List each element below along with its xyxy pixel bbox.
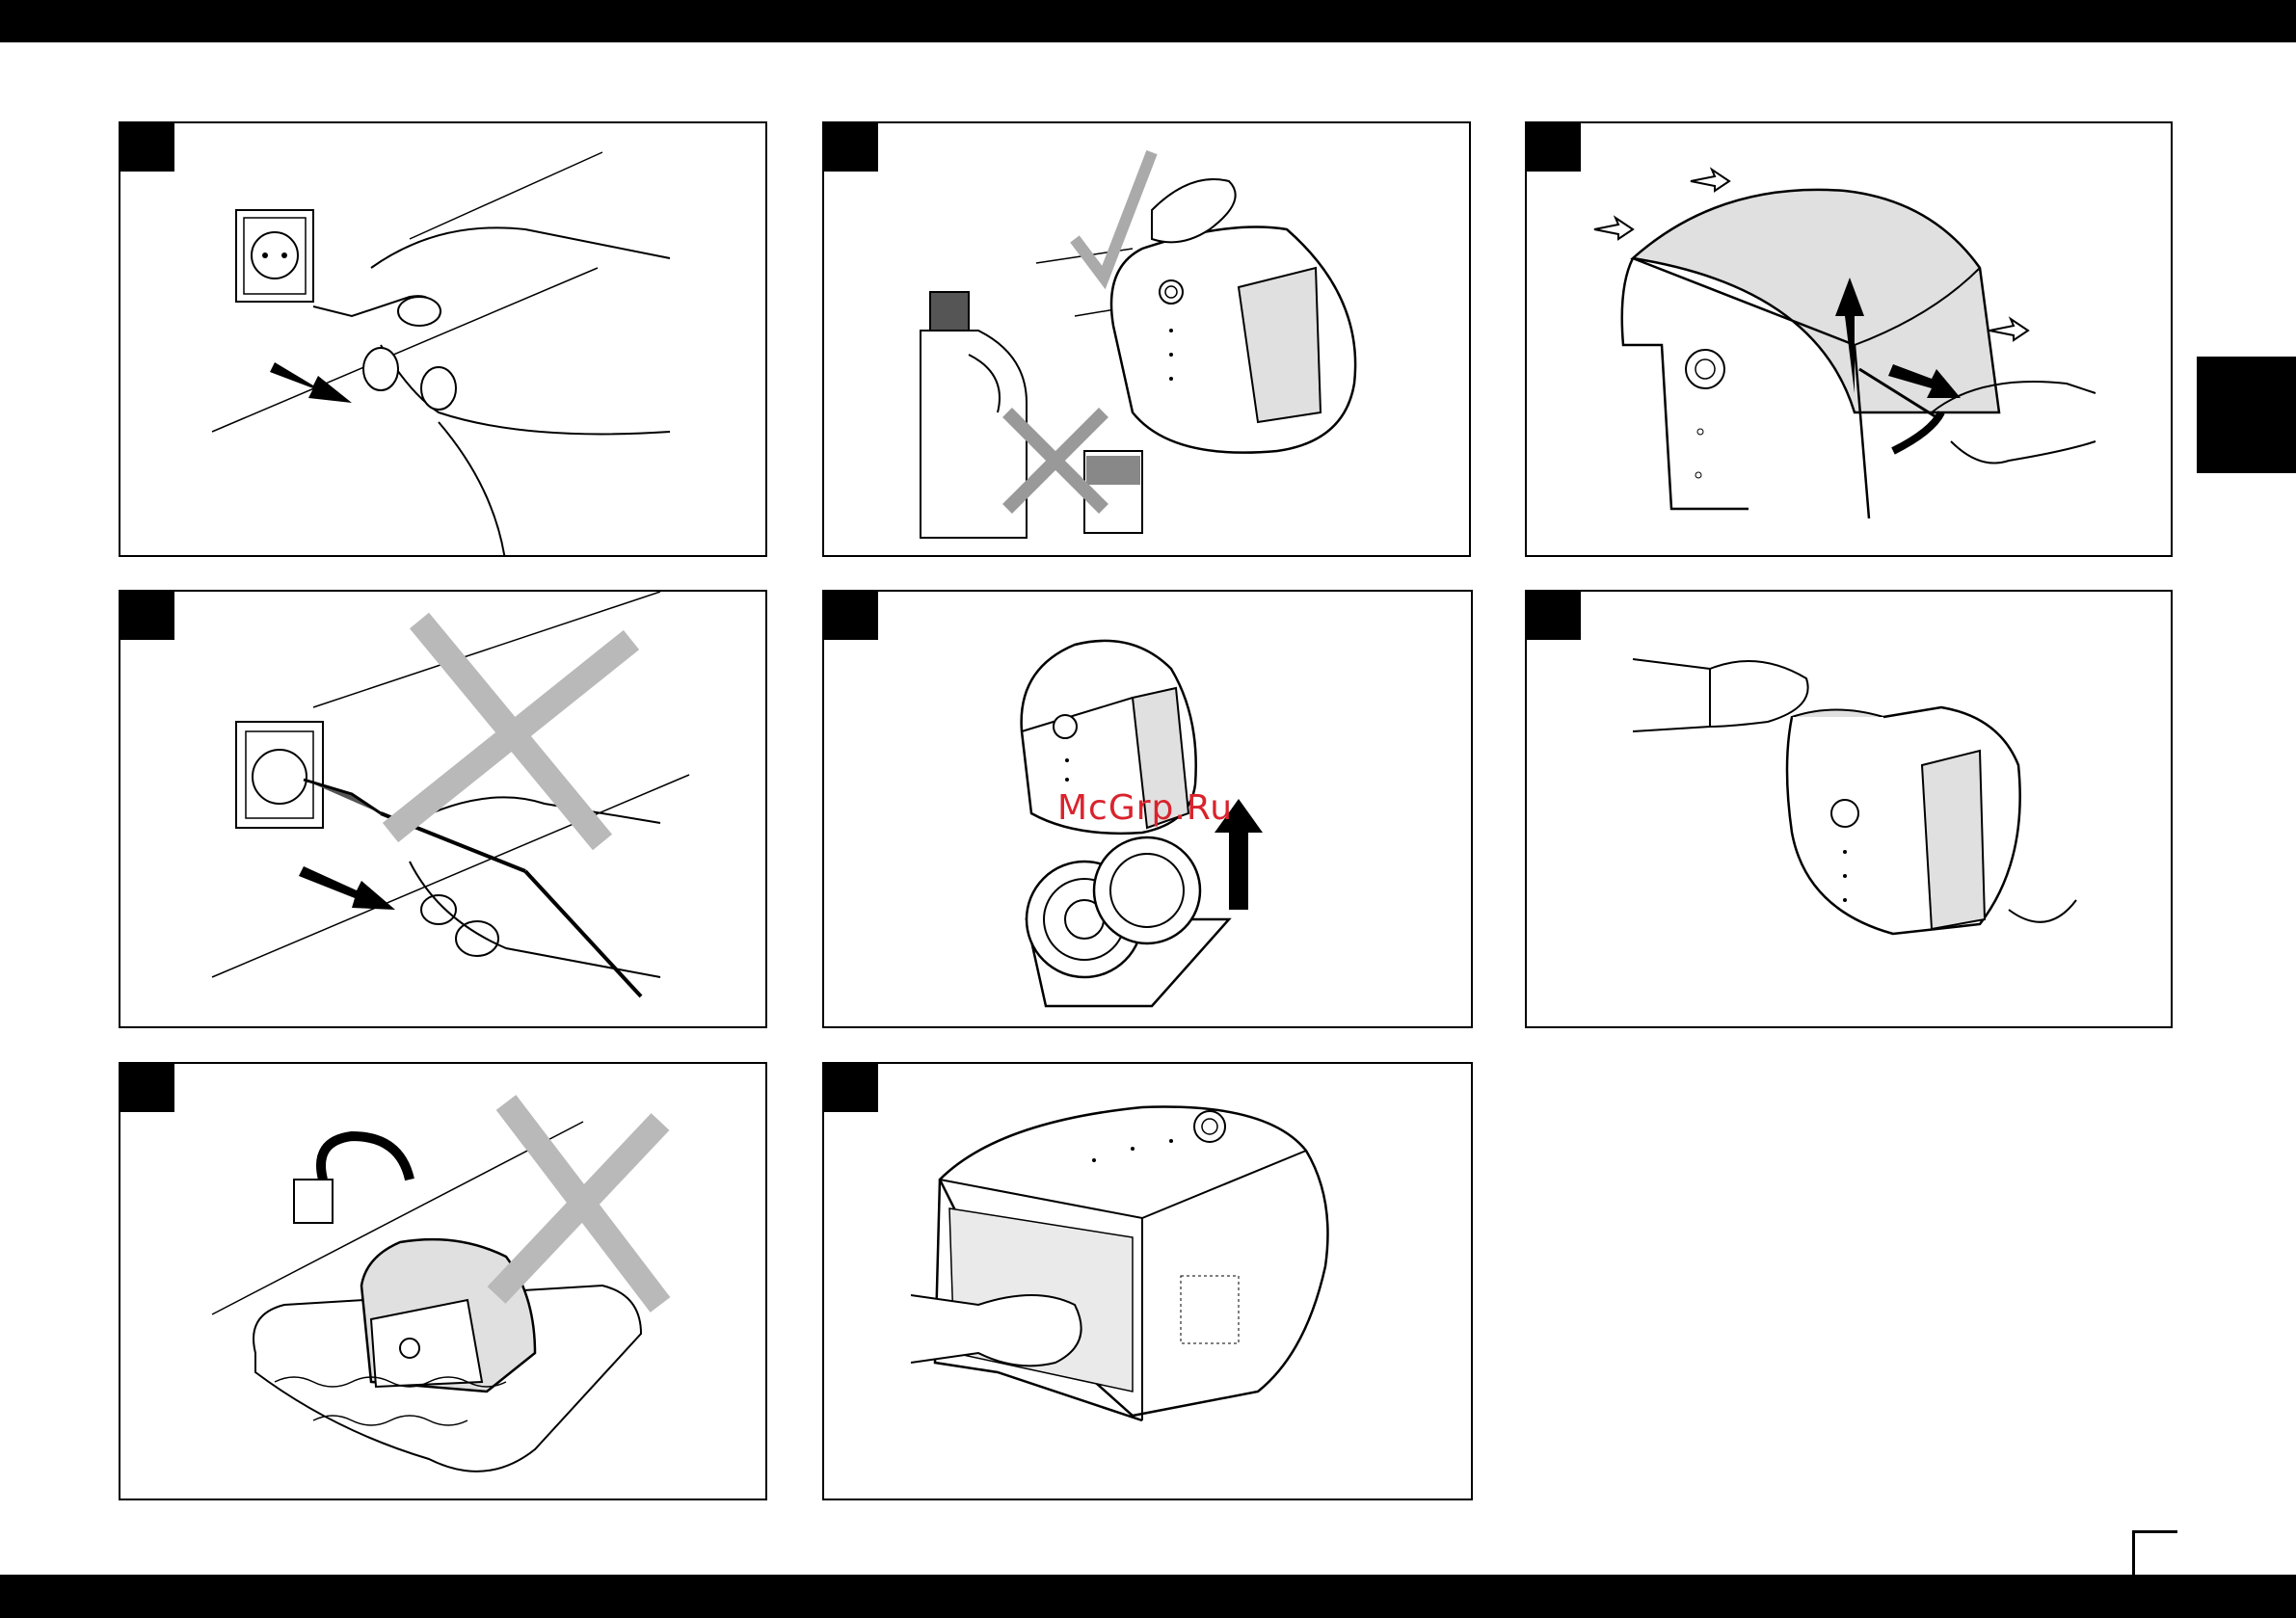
top-black-bar [0,0,2296,42]
panel-1-unplug [119,121,767,557]
panel-6-place-top [1525,590,2173,1028]
do-not-pull-cord-illustration [120,592,767,1028]
clean-inside-illustration [824,1064,1473,1500]
remove-cover-illustration [1527,123,2173,557]
page-corner-mark [2132,1530,2177,1576]
do-not-immerse-illustration [120,1064,767,1500]
section-tab [2197,357,2296,473]
panel-3-remove-cover [1525,121,2173,557]
panel-8-clean-inside [822,1062,1473,1500]
panel-2-no-chemicals [822,121,1471,557]
unplug-illustration [120,123,767,557]
place-top-illustration [1527,592,2173,1028]
panel-4-do-not-pull-cord [119,590,767,1028]
panel-7-do-not-immerse [119,1062,767,1500]
watermark-text: McGrp.Ru [1057,788,1233,828]
device-no-chemicals-illustration [824,123,1471,557]
bottom-black-bar [0,1575,2296,1618]
